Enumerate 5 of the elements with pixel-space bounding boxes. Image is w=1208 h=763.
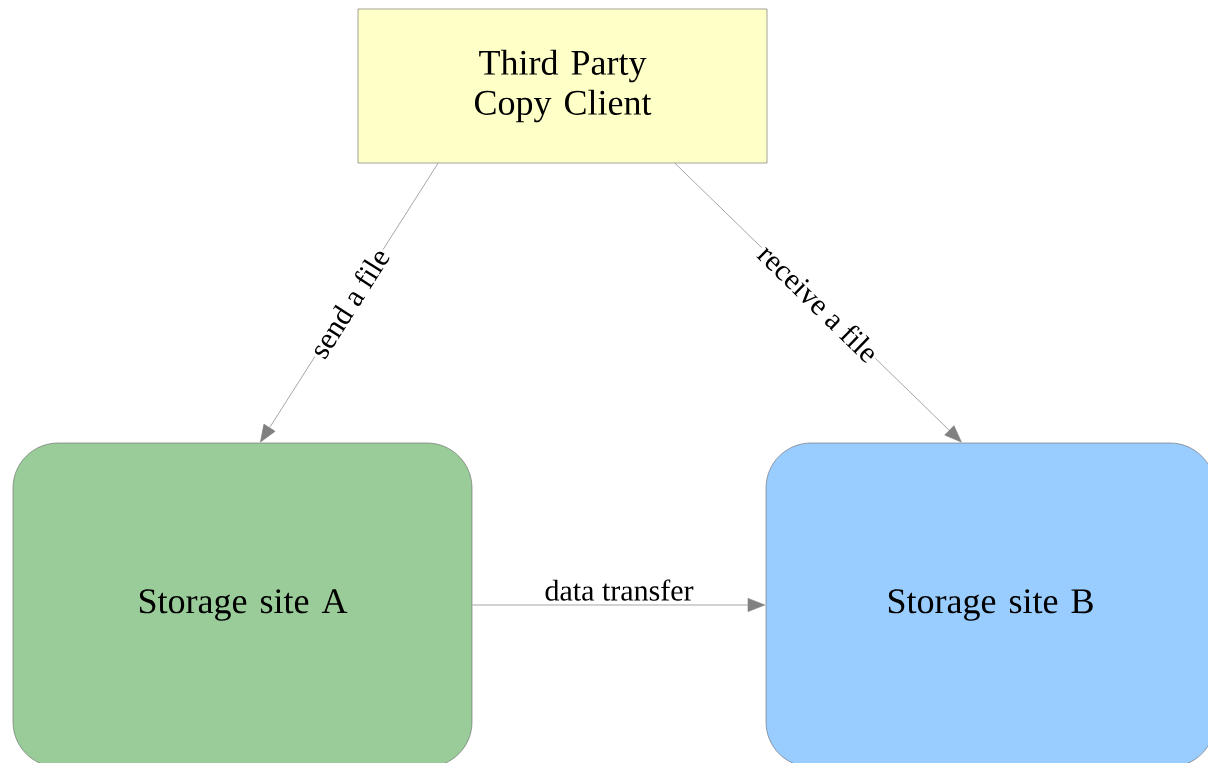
arrow (471, 598, 766, 612)
client-box: Third Party Copy Client (357, 8, 768, 164)
storage-box: Storage site B (765, 442, 1208, 763)
edge-label: data transfer (542, 577, 696, 603)
storage-box: Storage site A (12, 442, 473, 763)
